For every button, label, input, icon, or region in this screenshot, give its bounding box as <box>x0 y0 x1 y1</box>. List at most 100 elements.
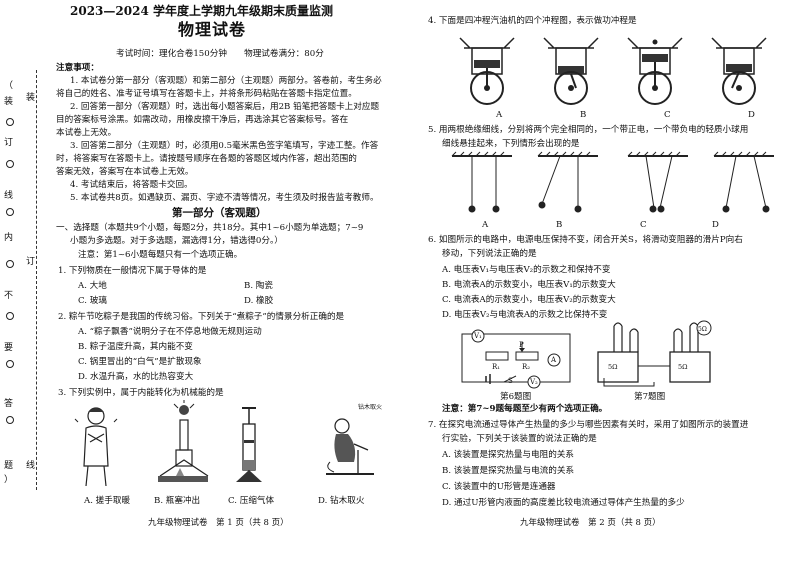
q5-label-c: C <box>640 220 647 230</box>
margin-char: 订 <box>4 138 14 148</box>
q6-stem: 移动，下列说法正确的是 <box>442 249 537 259</box>
v2-label: V₂ <box>530 378 538 386</box>
resistor-label-top: 5Ω <box>698 326 707 333</box>
charged-balls-figure <box>451 151 774 213</box>
binding-hole-icon <box>6 160 14 168</box>
margin-char: 订 <box>26 257 36 267</box>
q6-option-a: A. 电压表V₁与电压表V₂的示数之和保持不变 <box>442 265 611 275</box>
q5-stem: 5. 用两根绝缘细线，分别将两个完全相同的，一个带正电，一个带负电的轻质小球用 <box>428 125 749 135</box>
q3-option-b: B. 瓶塞冲出 <box>154 496 201 506</box>
notice-line: 1. 本试卷分第一部分（客观题）和第二部分（主观题）两部分。答卷前，考生务必 <box>70 76 382 86</box>
q6-option-b: B. 电流表A的示数变小，电压表V₁的示数变大 <box>442 280 616 290</box>
q7-option-c: C. 该装置中的U形管是连通器 <box>442 482 556 492</box>
notice-line: 2. 回答第一部分（客观题）时，选出每小题答案后，用2B 铅笔把答题卡上对应题 <box>70 102 380 112</box>
margin-char: 答 <box>4 399 14 409</box>
q2-option-a: A. “粽子飘香”说明分子在不停息地做无规则运动 <box>78 327 262 337</box>
q6-stem: 6. 如图所示的电路中，电源电压保持不变，闭合开关S，将滑动变阻器的滑片P向右 <box>428 235 743 245</box>
q1-option-a: A. 大地 <box>78 281 107 291</box>
margin-char: 不 <box>4 291 14 301</box>
multi-choice-note: 注意：第7~9题每题至少有两个选项正确。 <box>442 404 608 414</box>
page-two: 4. 下面是四冲程汽油机的四个冲程图，表示做功冲程是 <box>416 0 786 561</box>
q7-option-d: D. 通过U形管内液面的高度差比较电流通过导体产生热量的多少 <box>442 498 685 508</box>
page-footer: 九年级物理试卷 第 2 页（共 8 页） <box>520 518 661 528</box>
margin-char: 线 <box>26 461 36 471</box>
air-pump-figure <box>236 407 262 482</box>
engine-diagram-d <box>711 37 767 105</box>
q7-joule-heat-figure <box>597 320 712 387</box>
exam-header: 2023—2024 学年度上学期九年级期末质量监测 <box>70 4 333 18</box>
q5-label-a: A <box>482 220 489 230</box>
page-one: 2023—2024 学年度上学期九年级期末质量监测 物理试卷 考试时间：理化合卷… <box>56 0 394 561</box>
q6-option-c: C. 电流表A的示数变小，电压表V₂的示数变大 <box>442 295 616 305</box>
margin-char: 装 <box>26 93 36 103</box>
binding-dash-line <box>36 70 37 490</box>
r2-label: R₂ <box>522 363 531 371</box>
part-one-title: 第一部分（客观题） <box>172 207 267 219</box>
q1-option-d: D. 橡胶 <box>244 296 274 306</box>
v1-label: V₁ <box>474 332 482 340</box>
margin-char: ） <box>4 475 14 485</box>
pendulum-a <box>451 151 512 213</box>
q5-stem: 细线悬挂起来，下列情形会出现的是 <box>442 139 580 149</box>
notice-line: 答案无效，答案写在本试卷上无效。 <box>56 167 194 177</box>
notice-line: 将自己的姓名、准考证号填写在答题卡上，并将条形码粘贴在答题卡指定位置。 <box>56 89 357 99</box>
exam-info: 考试时间：理化合卷150分钟 物理试卷满分：80分 <box>116 49 324 59</box>
q7-option-b: B. 该装置是探究热量与电流的关系 <box>442 466 575 476</box>
slider-p-label: P <box>519 341 524 349</box>
margin-char: 线 <box>4 191 14 201</box>
binding-hole-icon <box>6 312 14 320</box>
margin-char: 装 <box>4 97 14 107</box>
q4-label-d: D <box>748 110 755 120</box>
margin-char: 内 <box>4 233 14 243</box>
notice-line: 本试卷上无效。 <box>56 128 117 138</box>
q3-stem: 3. 下列实例中，属于内能转化为机械能的是 <box>58 388 224 398</box>
q4-label-c: C <box>664 110 671 120</box>
q2-option-b: B. 粽子温度升高，其内能不变 <box>78 342 193 352</box>
engine-diagram-b <box>543 37 599 105</box>
pendulum-c <box>627 151 688 213</box>
ammeter-label: A <box>551 356 557 364</box>
margin-char: 要 <box>4 343 14 353</box>
r1-label: R₁ <box>492 363 501 371</box>
resistor-label-right: 5Ω <box>678 363 688 371</box>
engine-diagram-c <box>627 37 683 105</box>
rubbing-hands-figure <box>74 407 118 487</box>
notice-line: 时，将答案写在答题卡上。请按题号顺序在各题的答题区域内作答，超出范围的 <box>56 154 357 164</box>
bottle-cork-figure <box>158 400 209 482</box>
section-instruction: 一、选择题（本题共9个小题，每题2分，共18分。其中1~6小题为单选题；7~9 <box>56 223 364 233</box>
q5-label-b: B <box>556 220 563 230</box>
pendulum-d <box>713 151 774 213</box>
single-choice-note: 注意：第1~6小题每题只有一个选项正确。 <box>78 250 243 260</box>
engine-diagram-a <box>459 37 515 105</box>
notice-line: 5. 本试卷共8页。如遇缺页、漏页、字迹不清等情况，考生须及时报告监考教师。 <box>70 193 379 203</box>
q5-label-d: D <box>712 220 719 230</box>
q7-figure-caption: 第7题图 <box>634 392 666 402</box>
q6-figure-caption: 第6题图 <box>500 392 532 402</box>
notice-line: 目的答案标号涂黑。如需改动，用橡皮擦干净后，再选涂其它答案标号。答在 <box>56 115 349 125</box>
binding-hole-icon <box>6 260 14 268</box>
drill-fire-sign: 钻木取火 <box>358 404 383 411</box>
notice-line: 4. 考试结束后，将答题卡交回。 <box>70 180 193 190</box>
q3-option-a: A. 搓手取暖 <box>84 496 131 506</box>
q4-label-b: B <box>580 110 587 120</box>
section-instruction: 小题为多选题。对于多选题，漏选得1分，错选得0分。） <box>70 236 283 246</box>
resistor-label-left: 5Ω <box>608 363 618 371</box>
q1-stem: 1. 下列物质在一般情况下属于导体的是 <box>58 266 207 276</box>
q2-stem: 2. 粽午节吃粽子是我国的传统习俗。下列关于“煮粽子”的情景分析正确的是 <box>58 312 345 322</box>
binding-hole-icon <box>6 208 14 216</box>
q6-option-d: D. 电压表V₂与电流表A的示数之比保持不变 <box>442 310 608 320</box>
binding-hole-icon <box>6 360 14 368</box>
q3-option-c: C. 压缩气体 <box>228 496 275 506</box>
margin-char: （ <box>4 81 14 91</box>
binding-hole-icon <box>6 118 14 126</box>
notice-line: 3. 回答第二部分（主观题）时，必须用0.5毫米黑色签字笔填写，字迹工整。作答 <box>70 141 379 151</box>
engine-strokes-figure <box>459 37 767 105</box>
q7-stem: 行实验，下列关于该装置的说法正确的是 <box>442 434 597 444</box>
notice-title: 注意事项： <box>56 63 99 73</box>
binding-margin: （ 装 装 订 线 内 订 不 要 答 题 线 ） <box>0 60 44 500</box>
q6-circuit-figure <box>461 329 571 389</box>
q2-option-c: C. 锅里冒出的“白气”是扩散现象 <box>78 357 202 367</box>
page-footer: 九年级物理试卷 第 1 页（共 8 页） <box>148 518 289 528</box>
exam-title: 物理试卷 <box>178 20 247 39</box>
